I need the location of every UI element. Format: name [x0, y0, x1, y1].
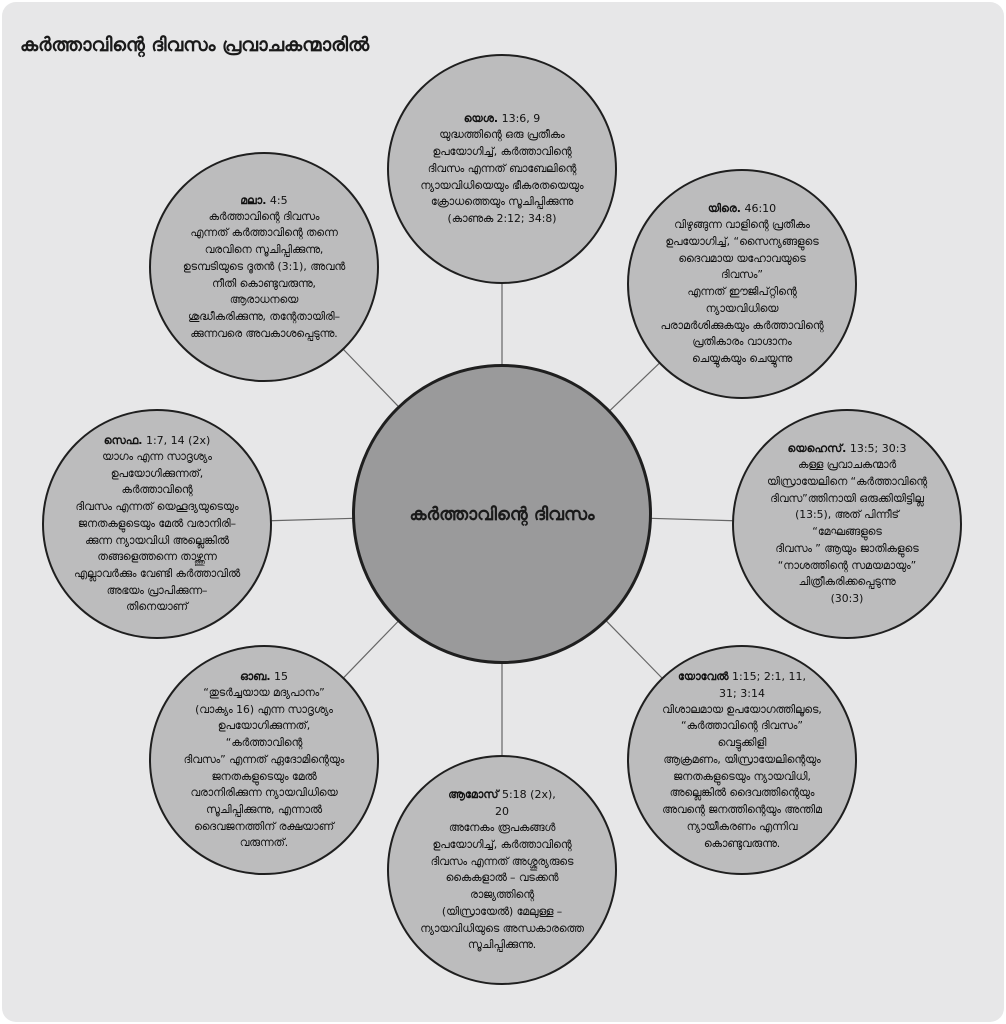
center-node: കർത്താവിന്റെ ദിവസം [352, 364, 652, 664]
connector-line-6 [269, 517, 355, 522]
node-book: യോവേൽ [677, 669, 729, 683]
node-book: സെഫ. [103, 433, 143, 447]
node-reference: മലാ. 4:5 [240, 192, 287, 209]
node-text: കള്ള പ്രവാചകന്മാർ യിസ്രായേലിനെ “കർത്താവി… [766, 458, 928, 606]
node-verse: 13:5; 30:3 [846, 442, 907, 456]
node-book: യെഹെസ്. [787, 442, 847, 456]
node-reference: യിരെ. 46:10 [708, 200, 776, 217]
node-verse: 4:5 [266, 193, 288, 207]
node-book: മലാ. [240, 193, 267, 207]
node-text: യുദ്ധത്തിന്റെ ഒരു പ്രതീകം ഉപയോഗിച്ച്, കർ… [420, 128, 584, 225]
node-verse: 15 [270, 669, 289, 683]
node-book: ഓബ. [239, 669, 271, 683]
node-book: യെശ. [463, 112, 499, 126]
node-verse: 1:7, 14 (2x) [142, 433, 211, 447]
node-text: വിഴുങ്ങുന്ന വാളിന്റെ പ്രതീകം ഉപയോഗിച്ച്,… [660, 218, 824, 366]
node-verse: 1:15; 2:1, 11, 31; 3:14 [719, 669, 807, 700]
connector-line-2 [649, 517, 735, 522]
node-reference: ആമോസ് 5:18 (2x), 20 [448, 786, 556, 820]
node-reference: സെഫ. 1:7, 14 (2x) [104, 432, 211, 449]
prophet-node-6: സെഫ. 1:7, 14 (2x)യാഗം എന്ന സാദൃശ്യം ഉപയോ… [42, 409, 272, 639]
connector-line-5 [342, 619, 400, 680]
node-text: അനേകം രൂപകങ്ങൾ ഉപയോഗിച്ച്, കർത്താവിന്റെ … [420, 821, 584, 952]
node-verse: 46:10 [740, 202, 777, 216]
node-verse: 13:6, 9 [498, 112, 541, 126]
node-text: വിശാലമായ ഉപയോഗത്തിലൂടെ, “കർത്താവിന്റെ ദി… [662, 702, 822, 850]
node-book: ആമോസ് [448, 788, 499, 802]
connector-line-3 [604, 619, 664, 680]
node-reference: യെശ. 13:6, 9 [464, 110, 541, 127]
node-reference: യെഹെസ്. 13:5; 30:3 [788, 440, 907, 457]
node-reference: ഓബ. 15 [240, 668, 288, 685]
node-text: യാഗം എന്ന സാദൃശ്യം ഉപയോഗിക്കുന്നത്, കർത്… [74, 449, 240, 614]
connector-line-7 [341, 347, 400, 408]
node-text: “തുടർച്ചയായ മദ്യപാനം” (വാക്യം 16) എന്ന സ… [183, 685, 345, 850]
node-verse: 5:18 (2x), 20 [495, 788, 556, 819]
connector-line-1 [608, 361, 661, 413]
node-book: യിരെ. [707, 202, 741, 216]
page-title: കർത്താവിന്റെ ദിവസം പ്രവാചകന്മാരിൽ [20, 34, 370, 56]
node-text: കർത്താവിന്റെ ദിവസം എന്നത് കർത്താവിന്റെ ത… [182, 209, 346, 340]
node-reference: യോവേൽ 1:15; 2:1, 11, 31; 3:14 [678, 668, 806, 702]
prophet-node-5: ഓബ. 15“തുടർച്ചയായ മദ്യപാനം” (വാക്യം 16) … [149, 645, 379, 875]
